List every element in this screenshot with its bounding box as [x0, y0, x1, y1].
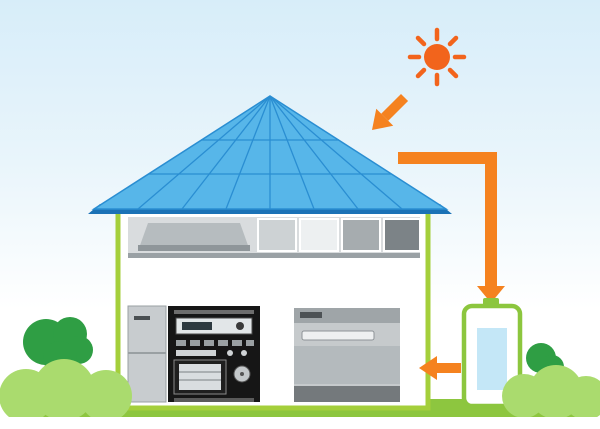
roof-to-battery-arrow	[398, 152, 505, 303]
house	[115, 207, 431, 411]
solar-panel-grid	[137, 95, 403, 210]
storage-battery	[461, 298, 523, 409]
refrigerator	[127, 305, 167, 403]
battery-cell	[477, 328, 507, 390]
microwave-window	[179, 364, 221, 390]
fridge-handle	[134, 316, 150, 320]
window-pane	[341, 218, 381, 252]
right-bushes	[502, 365, 600, 420]
window-pane	[299, 218, 339, 252]
sunlight-arrow	[372, 93, 409, 130]
left-bushes	[0, 359, 132, 423]
solar-panel-roof	[88, 95, 452, 214]
microwave-oven-stack	[168, 306, 260, 402]
dishwasher-handle	[300, 312, 322, 318]
window-pane	[383, 218, 421, 252]
sun-icon	[407, 27, 467, 87]
battery-to-appliances-arrow	[419, 356, 461, 380]
dishwasher	[294, 308, 400, 402]
upper-floor-windows	[128, 217, 421, 258]
range-hood	[138, 223, 250, 251]
window-pane	[257, 218, 297, 252]
bottom-margin	[0, 417, 600, 429]
